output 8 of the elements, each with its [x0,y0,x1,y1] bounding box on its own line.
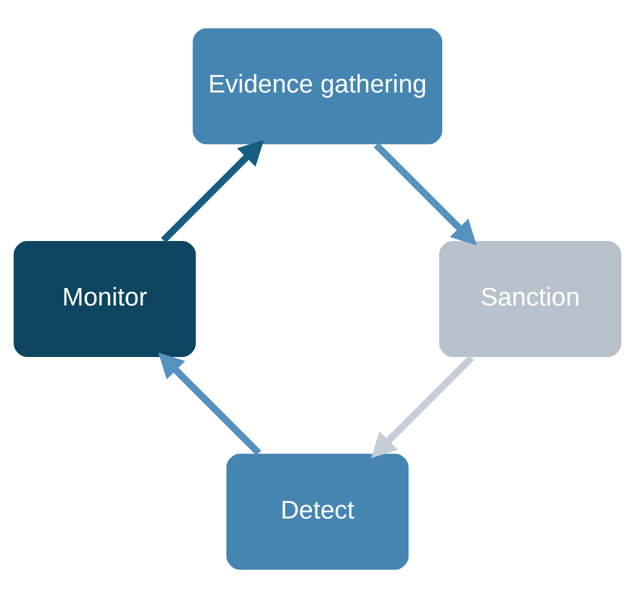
arrow [374,142,477,246]
node-box: Monitor [12,240,197,358]
arrow [371,355,474,458]
arrow [158,352,262,456]
arrow [160,140,264,243]
node-box: Detect [225,452,410,571]
node-box: Sanction [438,240,622,358]
node-box: Evidence gathering [192,27,444,146]
